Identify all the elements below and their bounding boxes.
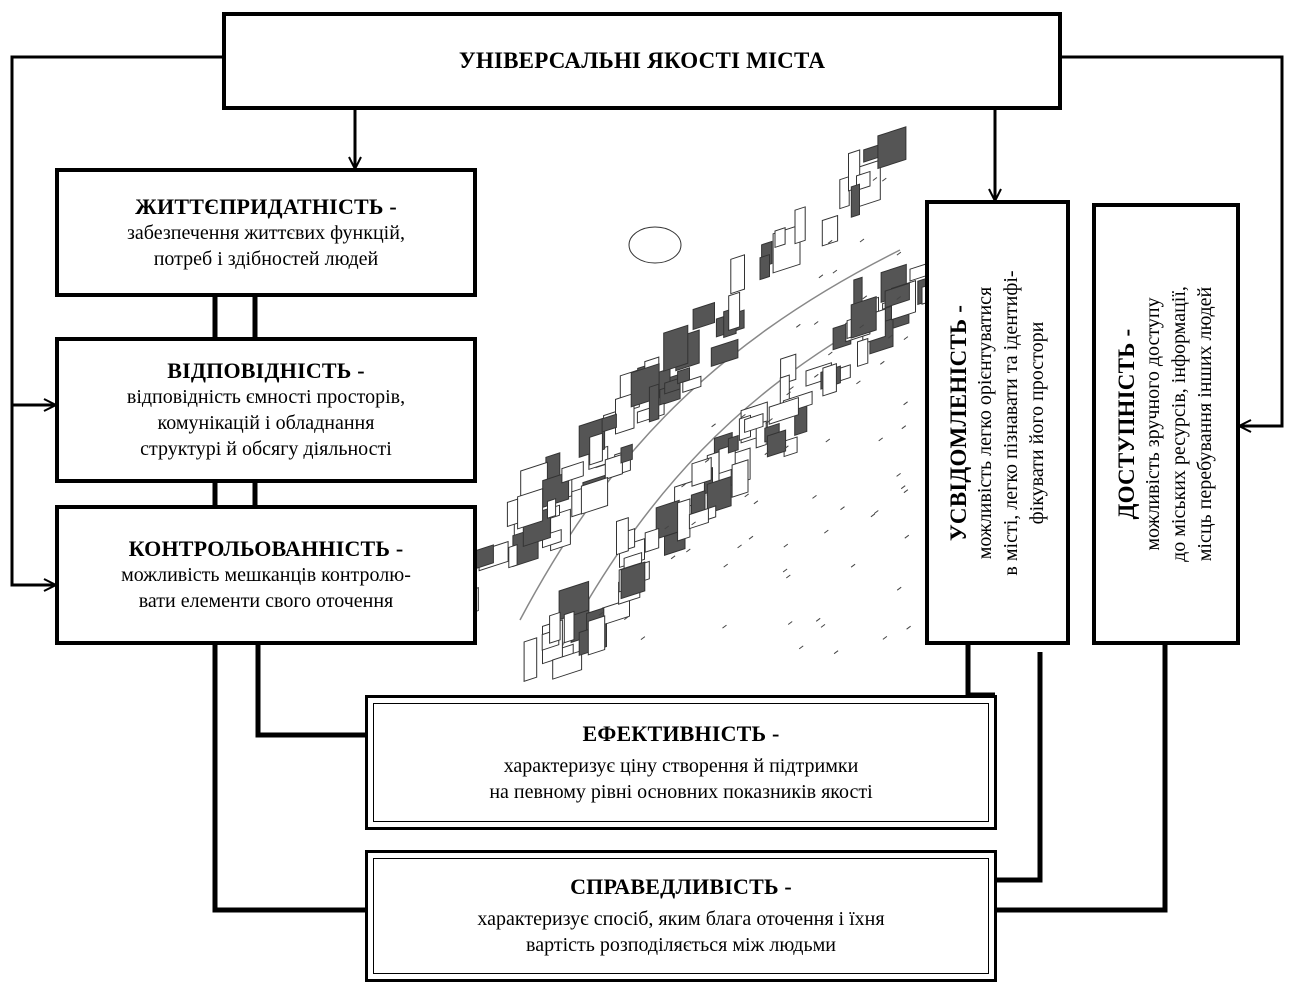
access-line: місць перебування інших людей <box>1194 286 1216 562</box>
control-line: можливість мешканців контролю- <box>121 564 411 586</box>
fit-box: ВІДПОВІДНІСТЬ - відповідність ємності пр… <box>55 337 477 483</box>
control-title: КОНТРОЛЬОВАННІСТЬ - <box>128 536 404 561</box>
livability-line: потреб і здібностей людей <box>153 247 379 270</box>
efficiency-line: на певному рівні основних показників яко… <box>489 780 873 803</box>
sense-line: фікувати його простори <box>1025 321 1048 524</box>
link-control-efficiency <box>255 645 365 738</box>
arrow-root-to-access <box>1062 55 1284 426</box>
root-title: УНІВЕРСАЛЬНІ ЯКОСТІ МІСТА <box>458 48 826 73</box>
link-sense-justice <box>997 652 1043 883</box>
sense-line: в місті, легко пізнавати та ідентифі- <box>999 269 1022 576</box>
root-box: УНІВЕРСАЛЬНІ ЯКОСТІ МІСТА <box>222 12 1062 110</box>
link-control-justice <box>212 645 365 913</box>
fit-line: комунікацій і обладнання <box>157 412 375 434</box>
access-title: ДОСТУПНІСТЬ - <box>1114 328 1139 520</box>
livability-box: ЖИТТЄПРИДАТНІСТЬ - забезпечення життєвих… <box>55 168 477 297</box>
sense-rotated-text: УСВІДОМЛЕНІСТЬ - можливість легко орієнт… <box>946 203 1050 643</box>
efficiency-title: ЕФЕКТИВНІСТЬ - <box>582 720 780 746</box>
justice-box: СПРАВЕДЛИВІСТЬ - характеризує спосіб, як… <box>365 850 997 982</box>
arrow-root-to-control <box>10 405 55 585</box>
sense-box: УСВІДОМЛЕНІСТЬ - можливість легко орієнт… <box>925 200 1070 645</box>
access-box: ДОСТУПНІСТЬ - можливість зручного доступ… <box>1092 203 1240 645</box>
justice-line: вартість розподіляється між людьми <box>526 934 836 956</box>
access-line: до міських ресурсів, інформації, <box>1168 286 1190 562</box>
fit-line: структурі й обсягу діяльності <box>140 438 392 460</box>
fit-line: відповідність ємності просторів, <box>126 386 406 408</box>
efficiency-line: характеризує ціну створення й підтримки <box>503 754 859 777</box>
fit-title: ВІДПОВІДНІСТЬ - <box>167 358 365 383</box>
sense-title: УСВІДОМЛЕНІСТЬ - <box>945 304 971 541</box>
control-box: КОНТРОЛЬОВАННІСТЬ - можливість мешканців… <box>55 505 477 645</box>
access-rotated-text: ДОСТУПНІСТЬ - можливість зручного доступ… <box>1114 204 1218 644</box>
link-access-justice <box>997 645 1168 913</box>
livability-title: ЖИТТЄПРИДАТНІСТЬ - <box>135 193 397 219</box>
livability-line: забезпечення життєвих функцій, <box>127 221 405 244</box>
justice-title: СПРАВЕДЛИВІСТЬ - <box>570 874 792 899</box>
sense-line: можливість легко орієнтуватися <box>973 286 996 559</box>
efficiency-box: ЕФЕКТИВНІСТЬ - характеризує ціну створен… <box>365 695 997 830</box>
justice-line: характеризує спосіб, яким блага оточення… <box>477 908 885 930</box>
arrow-root-to-fit <box>10 55 222 405</box>
control-line: вати елементи свого оточення <box>138 590 394 612</box>
access-line: можливість зручного доступу <box>1142 297 1164 551</box>
